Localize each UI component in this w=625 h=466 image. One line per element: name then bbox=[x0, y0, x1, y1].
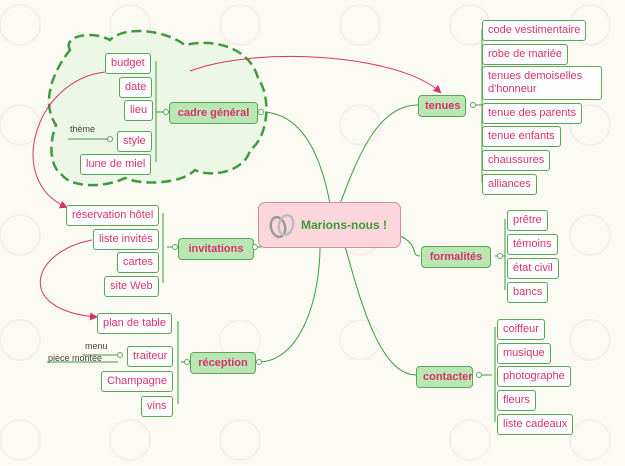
topic-champagne[interactable]: Champagne bbox=[101, 371, 173, 392]
topic-style[interactable]: style bbox=[117, 131, 152, 152]
topic-cartes[interactable]: cartes bbox=[117, 252, 159, 273]
topic-musique[interactable]: musique bbox=[497, 343, 551, 364]
relation-arrow-plan bbox=[39, 239, 98, 321]
topic-alliances[interactable]: alliances bbox=[482, 174, 537, 195]
branch-formalites[interactable]: formalités bbox=[421, 246, 491, 268]
collapse-handle-cadre[interactable] bbox=[258, 109, 264, 115]
topic-code-vestimentaire[interactable]: code vestimentaire bbox=[482, 20, 587, 41]
topic-reservation-hotel[interactable]: réservation hôtel bbox=[66, 205, 160, 226]
subtopic-piece-montee[interactable]: pièce montée bbox=[48, 353, 103, 363]
topic-liste-invites[interactable]: liste invités bbox=[93, 229, 159, 250]
topic-plan-de-table[interactable]: plan de table bbox=[97, 313, 172, 334]
topic-etat-civil[interactable]: état civil bbox=[507, 258, 559, 279]
topic-temoins[interactable]: témoins bbox=[507, 234, 558, 255]
branch-reception[interactable]: réception bbox=[190, 352, 256, 374]
topic-vins[interactable]: vins bbox=[141, 396, 173, 417]
wedding-rings-icon bbox=[269, 213, 295, 239]
collapse-handle-tenues[interactable] bbox=[470, 102, 476, 108]
collapse-handle-invitations-right[interactable] bbox=[252, 244, 258, 250]
collapse-handle-formalites[interactable] bbox=[497, 253, 503, 259]
topic-tenues-demoiselles[interactable]: tenues demoiselles d'honneur bbox=[482, 66, 602, 100]
topic-coiffeur[interactable]: coiffeur bbox=[497, 319, 545, 340]
topic-liste-cadeaux[interactable]: liste cadeaux bbox=[497, 414, 574, 435]
collapse-handle-cadre-left[interactable] bbox=[163, 109, 169, 115]
topic-chaussures[interactable]: chaussures bbox=[482, 150, 551, 171]
collapse-handle-reception[interactable] bbox=[184, 359, 190, 365]
topic-lune-de-miel[interactable]: lune de miel bbox=[80, 154, 152, 175]
branch-invitations[interactable]: invitations bbox=[178, 238, 254, 260]
subtopic-theme[interactable]: thème bbox=[70, 124, 96, 134]
subtopic-menu[interactable]: menu bbox=[85, 341, 108, 351]
topic-pretre[interactable]: prêtre bbox=[507, 210, 548, 231]
topic-robe-de-mariee[interactable]: robe de mariée bbox=[482, 44, 568, 65]
relation-arrow-tenues bbox=[189, 56, 442, 94]
branch-tenues[interactable]: tenues bbox=[418, 95, 466, 117]
topic-photographe[interactable]: photographe bbox=[497, 366, 571, 387]
collapse-handle-reception-right[interactable] bbox=[256, 359, 262, 365]
collapse-handle-contacter[interactable] bbox=[476, 372, 482, 378]
central-topic-title: Marions-nous ! bbox=[301, 218, 387, 232]
central-topic[interactable]: Marions-nous ! bbox=[258, 202, 401, 248]
collapse-handle-invitations[interactable] bbox=[172, 244, 178, 250]
topic-tenue-des-parents[interactable]: tenue des parents bbox=[482, 103, 583, 124]
topic-site-web[interactable]: site Web bbox=[104, 276, 159, 297]
topic-date[interactable]: date bbox=[119, 77, 153, 98]
branch-cadre-general[interactable]: cadre général bbox=[169, 102, 258, 124]
relation-arrow-reservation bbox=[32, 71, 106, 209]
topic-bancs[interactable]: bancs bbox=[507, 282, 549, 303]
collapse-handle-style[interactable] bbox=[107, 136, 113, 142]
topic-lieu[interactable]: lieu bbox=[124, 100, 154, 121]
boundary-cloud bbox=[47, 29, 268, 187]
collapse-handle-traiteur[interactable] bbox=[117, 352, 123, 358]
topic-fleurs[interactable]: fleurs bbox=[497, 390, 536, 411]
branch-contacter[interactable]: contacter bbox=[416, 366, 473, 388]
topic-budget[interactable]: budget bbox=[105, 53, 151, 74]
topic-traiteur[interactable]: traiteur bbox=[127, 346, 174, 367]
topic-tenue-enfants[interactable]: tenue enfants bbox=[482, 126, 561, 147]
